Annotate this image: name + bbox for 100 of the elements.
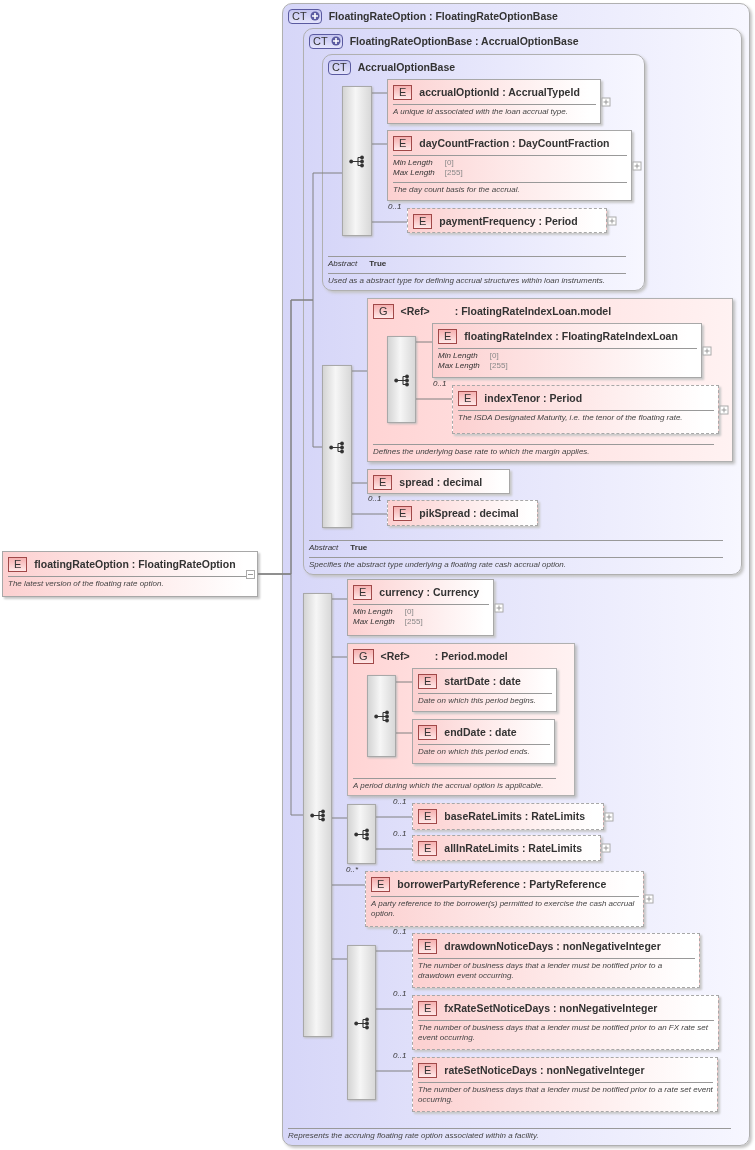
connector-line [395,732,413,734]
element-box [365,871,644,927]
element-name: endDate : date [444,726,517,738]
connector-line [371,92,388,94]
type-badge: E [393,84,413,100]
connector-line [375,848,413,850]
type-badge: E [371,876,391,892]
description: The number of business days that a lender must be notified prior to a drawdown event occurring. [418,961,664,981]
element-box [412,719,555,764]
sequence-compositor [303,593,332,1037]
element-box [2,551,258,597]
description: Defines the underlying base rate to which the margin applies. [373,447,591,457]
facet-value: [0] [404,607,415,617]
element-name: pikSpread : decimal [419,507,519,519]
cardinality-label: 0..1 [393,989,407,998]
sequence-compositor [322,365,352,528]
connector-line [375,1070,413,1072]
type-badge: E [418,724,438,740]
type-badge: E [373,474,393,490]
element-box [367,469,510,494]
description: The latest version of the floating rate option. [8,579,165,589]
type-badge: E [418,673,438,689]
element-box [412,835,601,861]
connector-line [371,143,388,145]
group-box [347,643,575,796]
complex-type-box [282,3,750,1146]
description: Specifies the abstract type underlying a floating rate cash accrual option. [309,560,568,570]
type-badge: E [418,1062,438,1078]
element-name: allInRateLimits : RateLimits [444,842,583,854]
type-badge: G [353,648,374,664]
type-badge: E [438,328,458,344]
element-box [452,385,719,434]
property-value: True [369,259,387,269]
type-badge: E [393,505,413,521]
element-name: paymentFrequency : Period [439,215,578,227]
element-name: accrualOptionId : AccrualTypeId [419,86,580,98]
connector-line [351,513,388,515]
type-badge: E [418,808,438,824]
element-name: spread : decimal [399,476,483,488]
type-badge: CT [328,59,351,75]
element-name: floatingRateIndex : FloatingRateIndexLoan [464,330,678,342]
facet-value: [0] [489,351,500,361]
element-name: drawdownNoticeDays : nonNegativeInteger [444,940,661,952]
facet-value: [255] [404,617,423,627]
connector-line [351,370,368,372]
connector-line [395,681,413,683]
element-name: dayCountFraction : DayCountFraction [419,137,610,149]
description: The number of business days that a lender must be notified prior to an FX rate set event occurring. [418,1023,709,1043]
sequence-compositor [342,86,372,236]
facet-name: Max Length [393,168,435,178]
facet-value: [255] [489,361,508,371]
cardinality-label: 0..1 [393,829,407,838]
description: The ISDA Designated Maturity, i.e. the tenor of the floating rate. [458,413,684,423]
cardinality-label: 0..1 [368,494,382,503]
connector-line [257,573,304,816]
complex-type-box [303,28,742,575]
element-box [412,933,700,988]
connector-line [331,656,348,658]
element-box [412,668,557,712]
type-name: AccrualOptionBase [357,61,456,73]
connector-line [375,816,413,818]
facet-name: Max Length [353,617,395,627]
type-badge: E [418,1000,438,1016]
element-box [387,79,601,124]
connector-line [375,950,413,952]
type-name: FloatingRateOptionBase : AccrualOptionBase [349,35,579,47]
element-box [432,323,702,378]
description: Used as a abstract type for defining accrual structures within loan instruments. [328,276,607,286]
connector-line [351,482,368,484]
cardinality-label: 0..1 [393,927,407,936]
facet-name: Max Length [438,361,480,371]
type-badge: E [353,584,373,600]
cardinality-label: 0..1 [433,379,447,388]
connector-line [331,884,366,886]
element-name: rateSetNoticeDays : nonNegativeInteger [444,1064,645,1076]
element-box [407,208,607,233]
sequence-compositor [367,675,396,757]
facet-name: Min Length [393,158,434,168]
property-name: Abstract [309,543,339,553]
element-name: fxRateSetNoticeDays : nonNegativeInteger [444,1002,658,1014]
description: The day count basis for the accrual. [393,185,521,195]
connector-line [415,341,433,343]
type-name: : Period.model [434,650,508,662]
element-name: indexTenor : Period [484,392,583,404]
element-name: borrowerPartyReference : PartyReference [397,878,607,890]
facet-name: Min Length [438,351,479,361]
connector-line [415,398,453,400]
element-name: currency : Currency [379,586,480,598]
description: Represents the accruing floating rate option associated within a facility. [288,1131,540,1141]
element-name: floatingRateOption : FloatingRateOption [34,558,236,570]
connector-line [331,598,348,600]
cardinality-label: 0..1 [388,202,402,211]
cardinality-label: 0..* [346,865,358,874]
cardinality-label: 0..1 [393,1051,407,1060]
description: The number of business days that a lender must be notified prior to a rate set event occurring. [418,1085,713,1105]
element-box [412,1057,718,1112]
group-ref: <Ref> [380,650,410,662]
property-value: True [350,543,368,553]
connector-line [331,817,348,819]
element-name: baseRateLimits : RateLimits [444,810,585,822]
